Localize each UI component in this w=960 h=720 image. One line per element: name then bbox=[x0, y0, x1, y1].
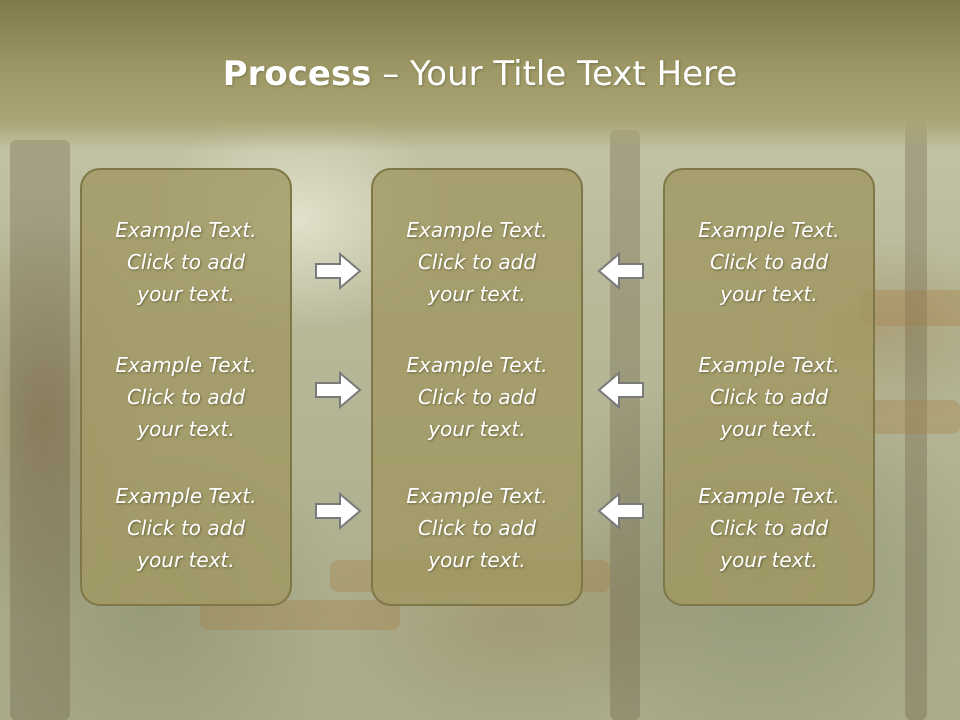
title-rest: – Your Title Text Here bbox=[371, 54, 738, 94]
arrow-left-icon bbox=[597, 370, 644, 410]
tree-trunk bbox=[10, 140, 70, 720]
tree-trunk bbox=[905, 120, 927, 720]
arrow-right-icon bbox=[315, 491, 362, 531]
process-box-right[interactable]: Example Text. Click to add your text. Ex… bbox=[663, 168, 875, 606]
placeholder-text[interactable]: Example Text. Click to add your text. bbox=[115, 484, 257, 572]
slide-title[interactable]: Process – Your Title Text Here bbox=[0, 52, 960, 96]
placeholder-text[interactable]: Example Text. Click to add your text. bbox=[698, 353, 840, 441]
arrow-right-icon bbox=[315, 251, 362, 291]
wood-plank bbox=[860, 290, 960, 326]
placeholder-text[interactable]: Example Text. Click to add your text. bbox=[698, 484, 840, 572]
title-bold: Process bbox=[222, 54, 372, 94]
placeholder-text[interactable]: Example Text. Click to add your text. bbox=[115, 218, 257, 306]
placeholder-text[interactable]: Example Text. Click to add your text. bbox=[115, 353, 257, 441]
placeholder-text[interactable]: Example Text. Click to add your text. bbox=[698, 218, 840, 306]
arrow-left-icon bbox=[597, 251, 644, 291]
title-banner bbox=[0, 0, 960, 150]
placeholder-text[interactable]: Example Text. Click to add your text. bbox=[406, 484, 548, 572]
tree-trunk bbox=[610, 130, 640, 720]
placeholder-text[interactable]: Example Text. Click to add your text. bbox=[406, 353, 548, 441]
placeholder-text[interactable]: Example Text. Click to add your text. bbox=[406, 218, 548, 306]
arrow-left-icon bbox=[597, 491, 644, 531]
wood-plank bbox=[870, 400, 960, 434]
arrow-right-icon bbox=[315, 370, 362, 410]
process-box-center[interactable]: Example Text. Click to add your text. Ex… bbox=[371, 168, 583, 606]
process-box-left[interactable]: Example Text. Click to add your text. Ex… bbox=[80, 168, 292, 606]
